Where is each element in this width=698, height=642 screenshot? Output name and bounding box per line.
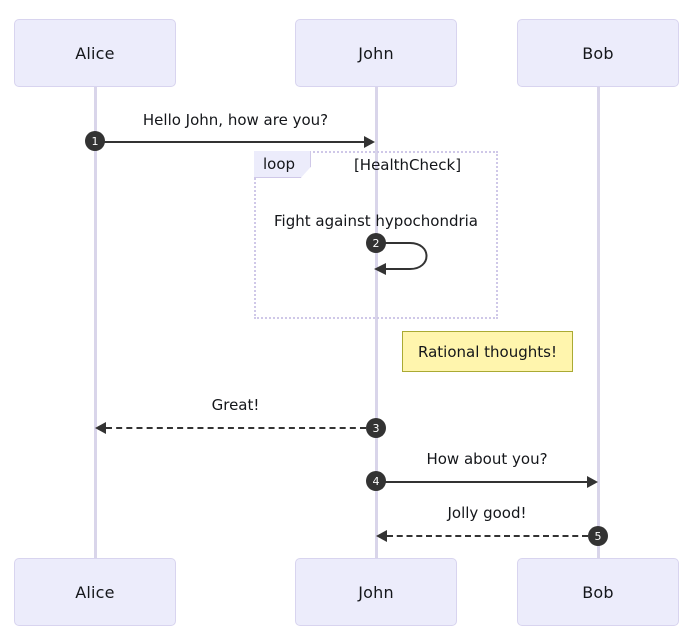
message-label-4: How about you? <box>426 450 548 468</box>
loop-fragment-tag: loop <box>254 151 311 178</box>
sequence-badge-4: 4 <box>366 471 386 491</box>
actor-label-john-top: John <box>358 43 394 63</box>
loop-fragment-box <box>254 151 498 319</box>
sequence-badge-5: 5 <box>588 526 608 546</box>
loop-fragment-tag-label: loop <box>262 155 296 173</box>
actor-label-alice-top: Alice <box>75 43 115 63</box>
arrowhead-left-icon-5 <box>376 530 387 542</box>
actor-label-bob-bottom: Bob <box>582 582 614 602</box>
message-line-3 <box>106 427 366 429</box>
message-line-5 <box>387 535 588 537</box>
message-line-4 <box>376 481 588 483</box>
actor-box-alice-bottom[interactable]: Alice <box>14 558 176 626</box>
arrowhead-right-icon-1 <box>364 136 375 148</box>
note-rational-thoughts: Rational thoughts! <box>402 331 573 372</box>
actor-label-bob-top: Bob <box>582 43 614 63</box>
sequence-badge-3: 3 <box>366 418 386 438</box>
message-label-2: Fight against hypochondria <box>274 212 478 230</box>
message-line-1 <box>95 141 365 143</box>
lifeline-john <box>374 87 378 558</box>
actor-label-john-bottom: John <box>358 582 394 602</box>
actor-box-bob-top[interactable]: Bob <box>517 19 679 87</box>
note-label: Rational thoughts! <box>418 342 557 361</box>
message-label-3: Great! <box>211 396 260 414</box>
message-label-5: Jolly good! <box>447 504 527 522</box>
lifeline-alice <box>93 87 97 558</box>
actor-box-bob-bottom[interactable]: Bob <box>517 558 679 626</box>
arrowhead-right-icon-4 <box>587 476 598 488</box>
loop-fragment-condition: [HealthCheck] <box>353 156 462 174</box>
actor-box-john-top[interactable]: John <box>295 19 457 87</box>
arrowhead-left-icon-3 <box>95 422 106 434</box>
lifeline-bob <box>596 87 600 558</box>
sequence-badge-1: 1 <box>85 131 105 151</box>
message-label-1: Hello John, how are you? <box>142 111 329 129</box>
sequence-badge-2: 2 <box>366 233 386 253</box>
actor-box-alice-top[interactable]: Alice <box>14 19 176 87</box>
actor-label-alice-bottom: Alice <box>75 582 115 602</box>
actor-box-john-bottom[interactable]: John <box>295 558 457 626</box>
self-loop-arc-2 <box>374 242 428 275</box>
